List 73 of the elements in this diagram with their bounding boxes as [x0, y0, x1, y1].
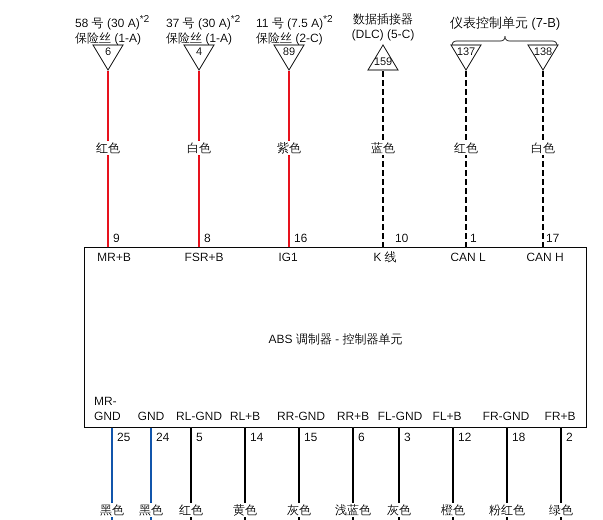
pin-number: 25 [117, 430, 130, 444]
pin-name: MR+B [97, 248, 131, 265]
pin-name: CAN L [450, 248, 486, 265]
pin-name: K 线 [373, 248, 397, 265]
pin-number: 8 [204, 231, 211, 245]
pin-number: 5 [196, 430, 203, 444]
wire-color-label: 白色 [186, 141, 212, 155]
pin-name: FR+B [544, 409, 576, 427]
pin-number: 6 [358, 430, 365, 444]
pin-name: GND [138, 409, 164, 427]
pin-number: 10 [395, 231, 408, 245]
pin-name: RL+B [230, 409, 260, 427]
pin-number: 12 [458, 430, 472, 444]
connector-symbol [367, 44, 399, 71]
pin-number: 3 [404, 430, 411, 444]
wire-color-label: 黑色 [99, 503, 125, 517]
connector-symbol [183, 44, 215, 71]
module-name: ABS 调制器 - 控制器单元 [268, 331, 402, 348]
connector-symbol [450, 44, 482, 71]
wire-color-label: 红色 [178, 503, 204, 517]
wire-color-label: 紫色 [276, 141, 302, 155]
wire [465, 71, 467, 248]
connector-symbol [273, 44, 305, 71]
terminal-number: 6 [104, 46, 112, 58]
wire-color-label: 灰色 [386, 503, 412, 517]
pin-name: FSR+B [184, 248, 224, 265]
wire-color-label: 橙色 [440, 503, 466, 517]
terminal-number: 159 [374, 56, 392, 68]
wire-color-label: 绿色 [548, 503, 574, 517]
wire-color-label: 红色 [453, 141, 479, 155]
wire [542, 71, 544, 248]
wire [288, 71, 290, 248]
wire-color-label: 白色 [530, 141, 556, 155]
connector-label: 数据插接器 (DLC) (5-C) [350, 12, 416, 42]
wire [107, 71, 109, 248]
wire-color-label: 黄色 [232, 503, 258, 517]
pin-number: 18 [512, 430, 526, 444]
pin-name: FL-GND [378, 409, 422, 427]
wire [382, 71, 384, 248]
wire-color-label: 红色 [95, 141, 121, 155]
pin-name: CAN H [526, 248, 564, 265]
wire-color-label: 粉红色 [488, 503, 526, 517]
pin-number: 16 [294, 231, 308, 245]
connector-symbol [92, 44, 124, 71]
fuse-label: 11 号 (7.5 A)$^{*2}$ 保险丝 (2-C) [256, 13, 334, 46]
pin-number: 17 [546, 231, 560, 245]
pin-name: MR-GND [94, 394, 128, 427]
terminal-number: 4 [196, 46, 202, 58]
pin-name: RR-GND [277, 409, 325, 427]
fuse-label: 58 号 (30 A)$^{*2}$ 保险丝 (1-A) [75, 13, 150, 46]
pin-number: 1 [470, 231, 477, 245]
wire-color-label: 蓝色 [370, 141, 396, 155]
pin-number: 2 [566, 430, 573, 444]
pin-number: 15 [304, 430, 318, 444]
pin-name: RL-GND [176, 409, 222, 427]
unit-label: 仪表控制单元 (7-B) [448, 16, 562, 30]
connector-symbol [527, 44, 559, 71]
pin-name: FL+B [432, 409, 462, 427]
pin-name: IG1 [278, 248, 298, 265]
pin-number: 24 [156, 430, 170, 444]
pin-name: RR+B [336, 409, 370, 427]
fuse-label: 37 号 (30 A)$^{*2}$ 保险丝 (1-A) [166, 13, 242, 46]
wire-color-label: 浅蓝色 [334, 503, 372, 517]
module-box [84, 247, 587, 428]
pin-name: FR-GND [482, 409, 530, 427]
wire-color-label: 黑色 [138, 503, 164, 517]
pin-number: 14 [250, 430, 264, 444]
wire-color-label: 灰色 [286, 503, 312, 517]
terminal-number: 89 [282, 46, 296, 58]
terminal-number: 137 [456, 46, 476, 58]
terminal-number: 138 [534, 46, 552, 58]
wire [198, 71, 200, 248]
pin-number: 9 [113, 231, 120, 245]
